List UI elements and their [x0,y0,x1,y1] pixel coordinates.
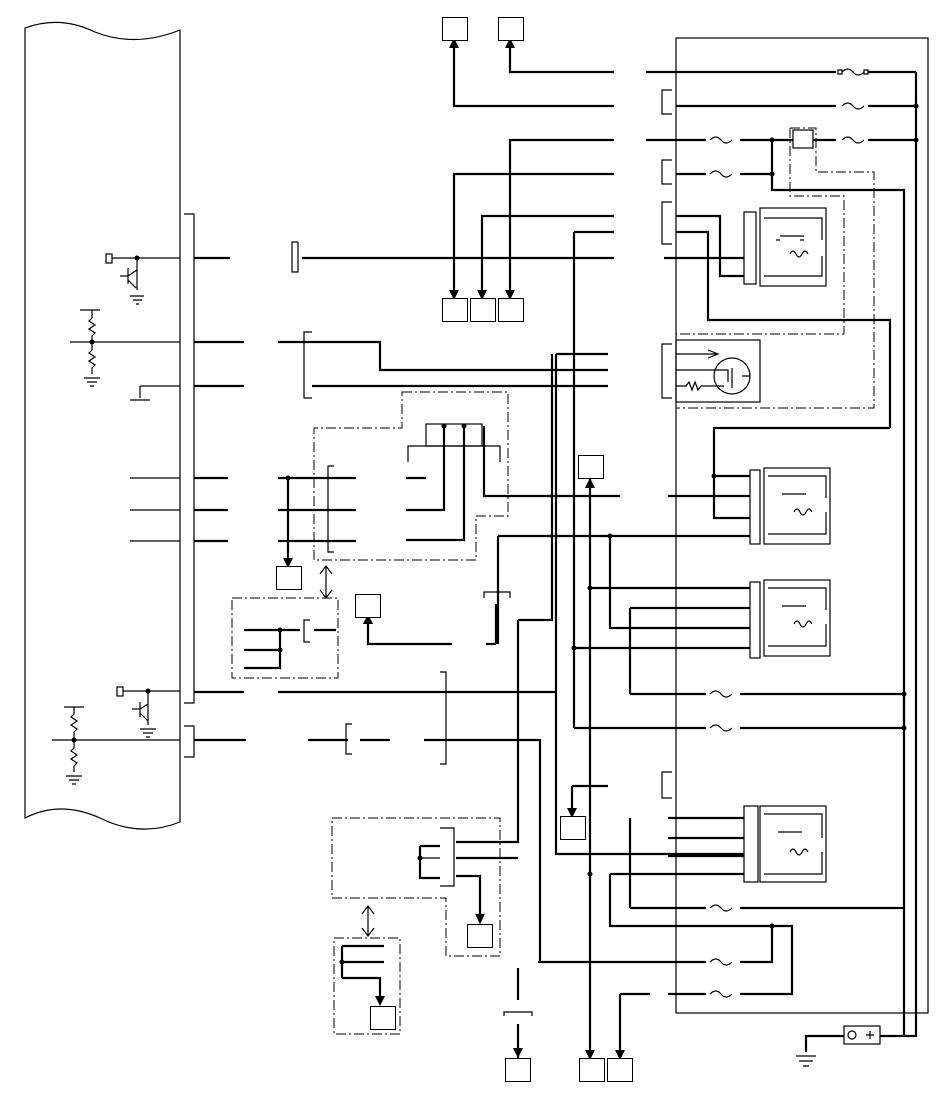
transistor-circuit-1 [105,253,180,305]
terminal-box [442,298,468,322]
fuse-row-2 [661,89,916,115]
resistor-divider-2 [52,706,180,785]
fuse-row-4 [661,159,775,185]
transistor-circuit-2 [116,686,180,738]
ground-terminal [796,1025,881,1067]
mosfet-module [661,339,761,403]
fuse-row-1 [646,68,916,76]
relay-1 [661,201,892,428]
terminal-box [355,594,381,618]
terminal-box [607,1058,633,1082]
double-arrow-connector-1 [319,565,333,599]
terminal-box [370,1006,396,1030]
terminal-box [560,816,586,840]
lower-module-b [333,937,401,1035]
terminal-box [498,298,524,322]
power-bus [880,72,919,1038]
terminal-box [579,1058,605,1082]
arrowheads [283,38,625,1060]
fuse-row-3 [646,136,916,1036]
terminal-box [470,298,496,322]
resistor-divider-1 [70,309,180,401]
terminal-box [578,455,604,479]
relay-dashed-region [676,127,875,409]
terminal-box [442,17,468,41]
double-arrow-connector-2 [361,905,375,937]
lower-module-a [331,817,518,957]
terminal-box [498,17,524,41]
relay-2 [668,426,890,545]
terminal-box [505,1058,531,1082]
main-wiring [194,46,744,1060]
fuse-row-lower [538,690,907,998]
fuse-relay-box [675,37,929,1014]
terminal-box [276,566,302,590]
control-module [24,21,181,830]
module-stubs [130,477,180,542]
relay-3 [668,579,831,659]
module-connector-main [184,213,195,704]
terminal-box [467,924,493,948]
module-connector-lower [184,725,195,758]
relay-4 [661,771,827,883]
